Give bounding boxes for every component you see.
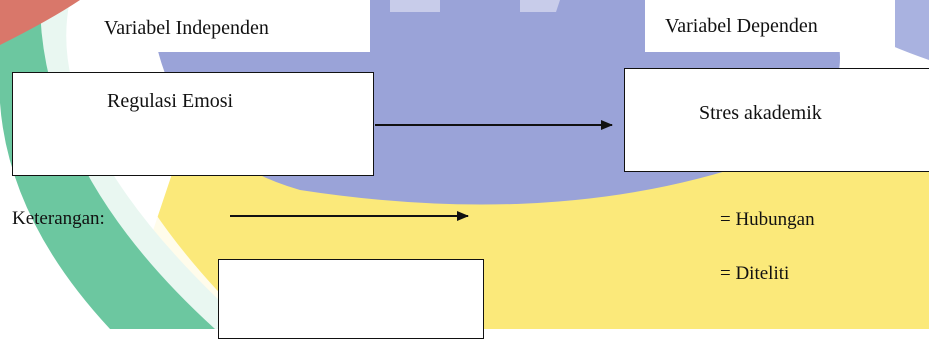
- watermark-red-accent: [0, 0, 80, 45]
- legend-examined-label: = Diteliti: [720, 263, 790, 284]
- independent-variable-box: Regulasi Emosi: [12, 72, 374, 176]
- header-independent-label: Variabel Independen: [104, 17, 269, 39]
- dependent-variable-label: Stres akademik: [699, 102, 822, 124]
- legend-relation-label: = Hubungan: [720, 209, 815, 230]
- header-dependent: Variabel Dependen: [645, 0, 895, 52]
- independent-variable-label: Regulasi Emosi: [107, 90, 234, 112]
- legend-title: Keterangan:: [12, 208, 105, 229]
- legend-examined-box: [218, 259, 484, 339]
- watermark-letter-shape: [390, 0, 440, 12]
- header-independent: Variabel Independen: [80, 0, 370, 52]
- dependent-variable-box: Stres akademik: [624, 68, 929, 172]
- header-dependent-label: Variabel Dependen: [665, 15, 818, 37]
- watermark-letter-shape-2: [520, 0, 560, 12]
